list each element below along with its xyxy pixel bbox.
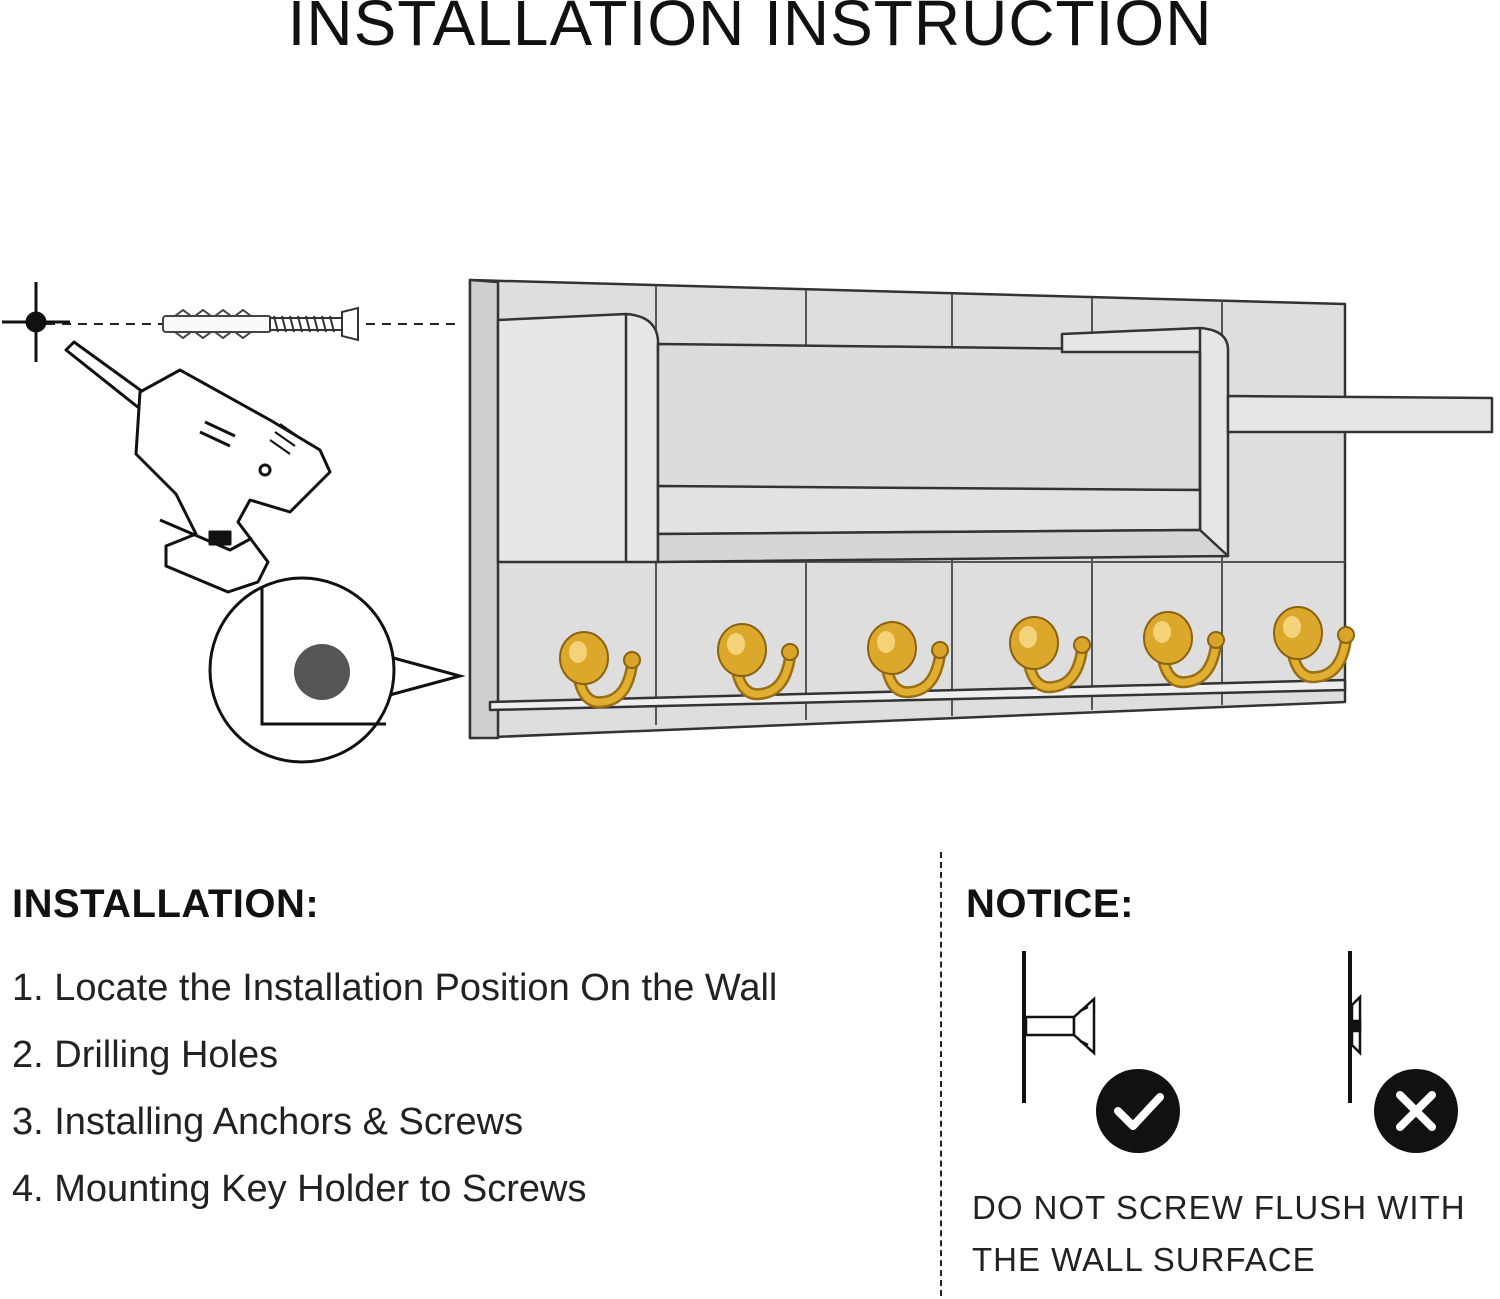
hook-icon [1009,616,1091,694]
step-item: 3. Installing Anchors & Screws [12,1101,524,1143]
section-divider [940,852,942,1296]
drilled-hole-icon [294,644,350,700]
notice-heading: NOTICE: [966,882,1134,926]
check-circle-icon [1096,1069,1180,1153]
step-item: 4. Mounting Key Holder to Screws [12,1168,587,1210]
screw-icon [269,306,359,342]
drill-hole-detail [208,576,466,764]
hook-row [559,606,1355,709]
key-holder-shelf [468,278,1494,740]
hook-icon [717,623,799,701]
x-circle-icon [1374,1069,1458,1153]
correct-screw-diagram [1022,951,1096,1103]
hook-icon [1143,611,1225,689]
hook-icon [559,631,641,709]
notice-warning-text: DO NOT SCREW FLUSH WITH THE WALL SURFACE [972,1182,1466,1286]
step-item: 1. Locate the Installation Position On t… [12,967,778,1009]
notice-line: THE WALL SURFACE [972,1241,1316,1278]
flush-screw-diagram [1348,951,1362,1103]
installation-illustration [2,278,1494,764]
hook-icon [867,621,949,699]
notice-illustration [1022,951,1458,1153]
drill-icon [64,340,332,594]
page-title: INSTALLATION INSTRUCTION [287,0,1213,59]
step-item: 2. Drilling Holes [12,1034,279,1076]
installation-heading: INSTALLATION: [12,882,320,926]
hook-icon [1273,606,1355,684]
notice-line: DO NOT SCREW FLUSH WITH [972,1189,1466,1226]
installation-steps: 1. Locate the Installation Position On t… [12,955,777,1223]
wall-anchor-icon [162,308,272,340]
crosshair-icon [2,282,70,362]
